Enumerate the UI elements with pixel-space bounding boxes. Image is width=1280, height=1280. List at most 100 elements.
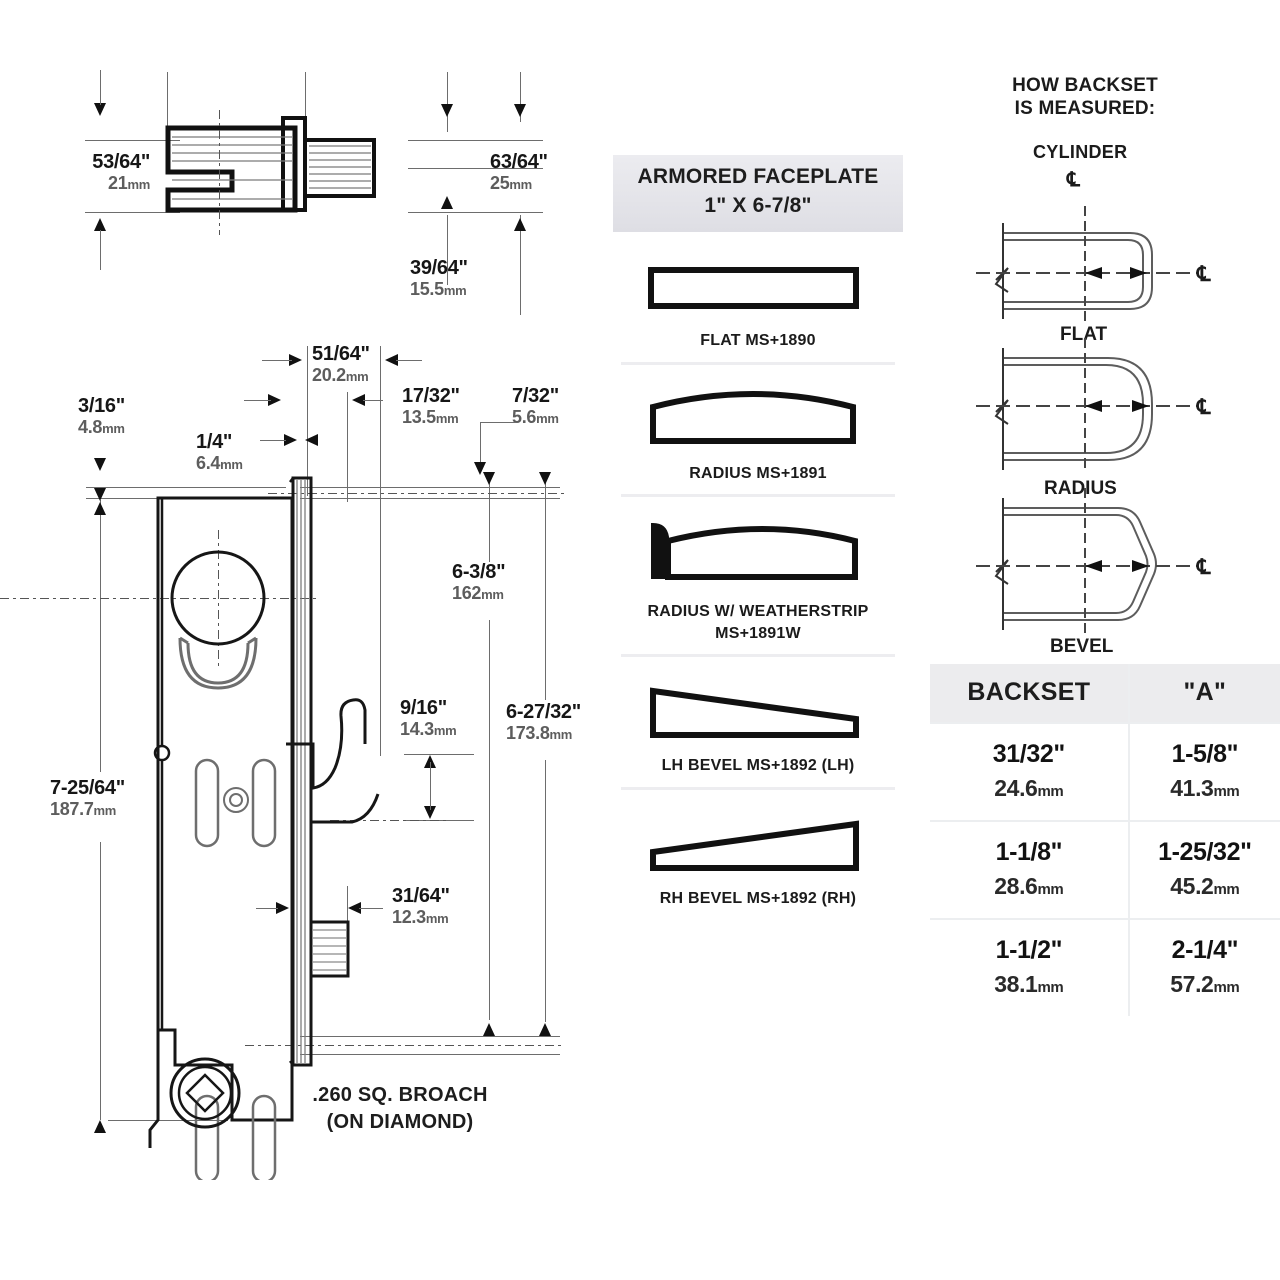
centerline-horizontal bbox=[245, 1045, 565, 1046]
dimension-arrow bbox=[441, 196, 453, 209]
datum-line bbox=[300, 487, 560, 488]
faceplate-shape-lh-bevel bbox=[613, 671, 903, 749]
column-header-a: "A" bbox=[1127, 664, 1280, 724]
faceplate-caption-rh-bevel: RH BEVEL MS+1892 (RH) bbox=[659, 889, 857, 907]
faceplate-divider bbox=[621, 361, 895, 365]
faceplate-option-radius-weatherstrip[interactable]: RADIUS W/ WEATHERSTRIP MS+1891W bbox=[613, 497, 903, 654]
witness-line bbox=[347, 886, 348, 926]
dimension-arrow bbox=[424, 806, 436, 819]
backset-how-title-line1: HOW BACKSET bbox=[1012, 75, 1158, 96]
witness-line bbox=[545, 480, 546, 700]
datum-line bbox=[404, 754, 474, 755]
svg-text:BEVEL: BEVEL bbox=[1050, 636, 1114, 657]
witness-line bbox=[380, 346, 381, 756]
centerline-horizontal bbox=[0, 598, 320, 599]
dimension-arrow bbox=[539, 472, 551, 485]
faceplate-divider bbox=[621, 786, 895, 790]
dimension-arrow bbox=[483, 1023, 495, 1036]
dimension-arrow bbox=[474, 462, 486, 475]
how-backset-measured: HOW BACKSET IS MEASURED: bbox=[995, 75, 1175, 121]
leader-line bbox=[396, 360, 422, 361]
svg-text:℄: ℄ bbox=[1196, 395, 1211, 419]
table-row: 1-1/2" 38.1mm 2-1/4" 57.2mm bbox=[930, 918, 1280, 1016]
dimension-arrow bbox=[94, 1120, 106, 1133]
leader-line bbox=[100, 230, 101, 270]
latch-cross-section bbox=[165, 116, 376, 213]
cell-a-3: 2-1/4" 57.2mm bbox=[1127, 918, 1280, 1016]
cell-a-2: 1-25/32" 45.2mm bbox=[1127, 820, 1280, 919]
faceplate-option-lh-bevel[interactable]: LH BEVEL MS+1892 (LH) bbox=[613, 657, 903, 787]
dimension-3-16: 3/16" 4.8mm bbox=[78, 395, 125, 437]
datum-line bbox=[408, 168, 543, 169]
dimension-51-64: 51/64" 20.2mm bbox=[312, 343, 370, 385]
svg-text:FLAT: FLAT bbox=[1060, 324, 1108, 345]
datum-line bbox=[86, 487, 286, 488]
centerline-horizontal bbox=[268, 493, 568, 494]
dimension-53-64: 53/64" 21mm bbox=[92, 151, 150, 193]
dimension-arrow bbox=[424, 755, 436, 768]
leader-line bbox=[100, 70, 101, 105]
cell-backset-2: 1-1/8" 28.6mm bbox=[930, 820, 1129, 919]
armored-faceplate-panel: ARMORED FACEPLATE 1" X 6-7/8" FLAT MS+18… bbox=[613, 155, 903, 920]
witness-line bbox=[447, 215, 448, 285]
broach-note-line1: .260 SQ. BROACH bbox=[312, 1084, 488, 1106]
faceplate-divider bbox=[621, 494, 895, 498]
datum-line bbox=[408, 212, 543, 213]
dimension-arrow bbox=[539, 1023, 551, 1036]
witness-line bbox=[167, 72, 168, 157]
witness-line bbox=[489, 480, 490, 562]
centerline bbox=[219, 110, 220, 235]
leader-line bbox=[359, 908, 383, 909]
witness-line bbox=[307, 346, 308, 496]
datum-line bbox=[85, 140, 180, 141]
dimension-1-4: 1/4" 6.4mm bbox=[196, 431, 243, 473]
faceplate-shape-radius bbox=[613, 379, 903, 457]
broach-note-line2: (ON DIAMOND) bbox=[326, 1111, 474, 1133]
backset-how-title-line2: IS MEASURED: bbox=[1014, 97, 1156, 119]
backset-table: BACKSET "A" 31/32" 24.6mm 1-5/8" 41.3mm … bbox=[930, 664, 1280, 1016]
dimension-arrow bbox=[94, 458, 106, 471]
faceplate-caption-lh-bevel: LH BEVEL MS+1892 (LH) bbox=[661, 757, 855, 775]
datum-line bbox=[85, 212, 180, 213]
faceplate-shape-flat bbox=[613, 246, 903, 324]
dimension-arrow bbox=[289, 354, 302, 366]
dimension-arrow bbox=[352, 394, 365, 406]
dimension-arrow bbox=[483, 472, 495, 485]
faceplate-option-flat[interactable]: FLAT MS+1890 bbox=[613, 232, 903, 362]
dimension-arrow bbox=[305, 434, 318, 446]
broach-note: .260 SQ. BROACH (ON DIAMOND) bbox=[250, 1082, 550, 1136]
svg-text:℄: ℄ bbox=[1196, 555, 1211, 579]
leader-line bbox=[260, 440, 286, 441]
faceplate-option-rh-bevel[interactable]: RH BEVEL MS+1892 (RH) bbox=[613, 790, 903, 920]
faceplate-caption-flat: FLAT MS+1890 bbox=[700, 332, 816, 349]
centerline-symbol: ℄ bbox=[1067, 169, 1080, 191]
top-view-drawing: 53/64" 21mm 63/64" 25mm 39/64" 15.5mm bbox=[0, 0, 600, 330]
dimension-arrow bbox=[94, 218, 106, 231]
centerline-horizontal bbox=[330, 820, 450, 821]
witness-line bbox=[489, 620, 490, 1020]
table-row: 1-1/8" 28.6mm 1-25/32" 45.2mm bbox=[930, 820, 1280, 919]
dimension-31-64: 31/64" 12.3mm bbox=[392, 885, 450, 927]
faceplate-option-radius[interactable]: RADIUS MS+1891 bbox=[613, 365, 903, 495]
witness-line bbox=[545, 760, 546, 1022]
dimension-arrow bbox=[348, 902, 361, 914]
table-row: 31/32" 24.6mm 1-5/8" 41.3mm bbox=[930, 722, 1280, 821]
dimension-7-25-64: 7-25/64" 187.7mm bbox=[50, 777, 125, 819]
svg-text:RADIUS: RADIUS bbox=[1044, 478, 1117, 499]
dimension-7-32: 7/32" 5.6mm bbox=[512, 385, 559, 427]
dimension-arrow bbox=[441, 104, 453, 117]
datum-line bbox=[300, 498, 560, 499]
faceplate-caption-radius-weatherstrip: RADIUS W/ WEATHERSTRIP MS+1891W bbox=[647, 603, 869, 642]
backset-how-title: HOW BACKSET IS MEASURED: bbox=[995, 75, 1175, 121]
dimension-arrow bbox=[514, 104, 526, 117]
faceplate-header-line1: ARMORED FACEPLATE bbox=[637, 165, 879, 188]
table-header-row: BACKSET "A" bbox=[930, 664, 1280, 724]
dimension-39-64: 39/64" 15.5mm bbox=[410, 257, 468, 299]
side-view-drawing: 51/64" 20.2mm 17/32" 13.5mm 7/32" 5.6mm … bbox=[0, 330, 600, 1180]
leader-line bbox=[262, 360, 292, 361]
dimension-17-32: 17/32" 13.5mm bbox=[402, 385, 460, 427]
witness-line bbox=[100, 500, 101, 772]
witness-line bbox=[100, 842, 101, 1120]
witness-line bbox=[305, 72, 306, 142]
dimension-arrow bbox=[268, 394, 281, 406]
